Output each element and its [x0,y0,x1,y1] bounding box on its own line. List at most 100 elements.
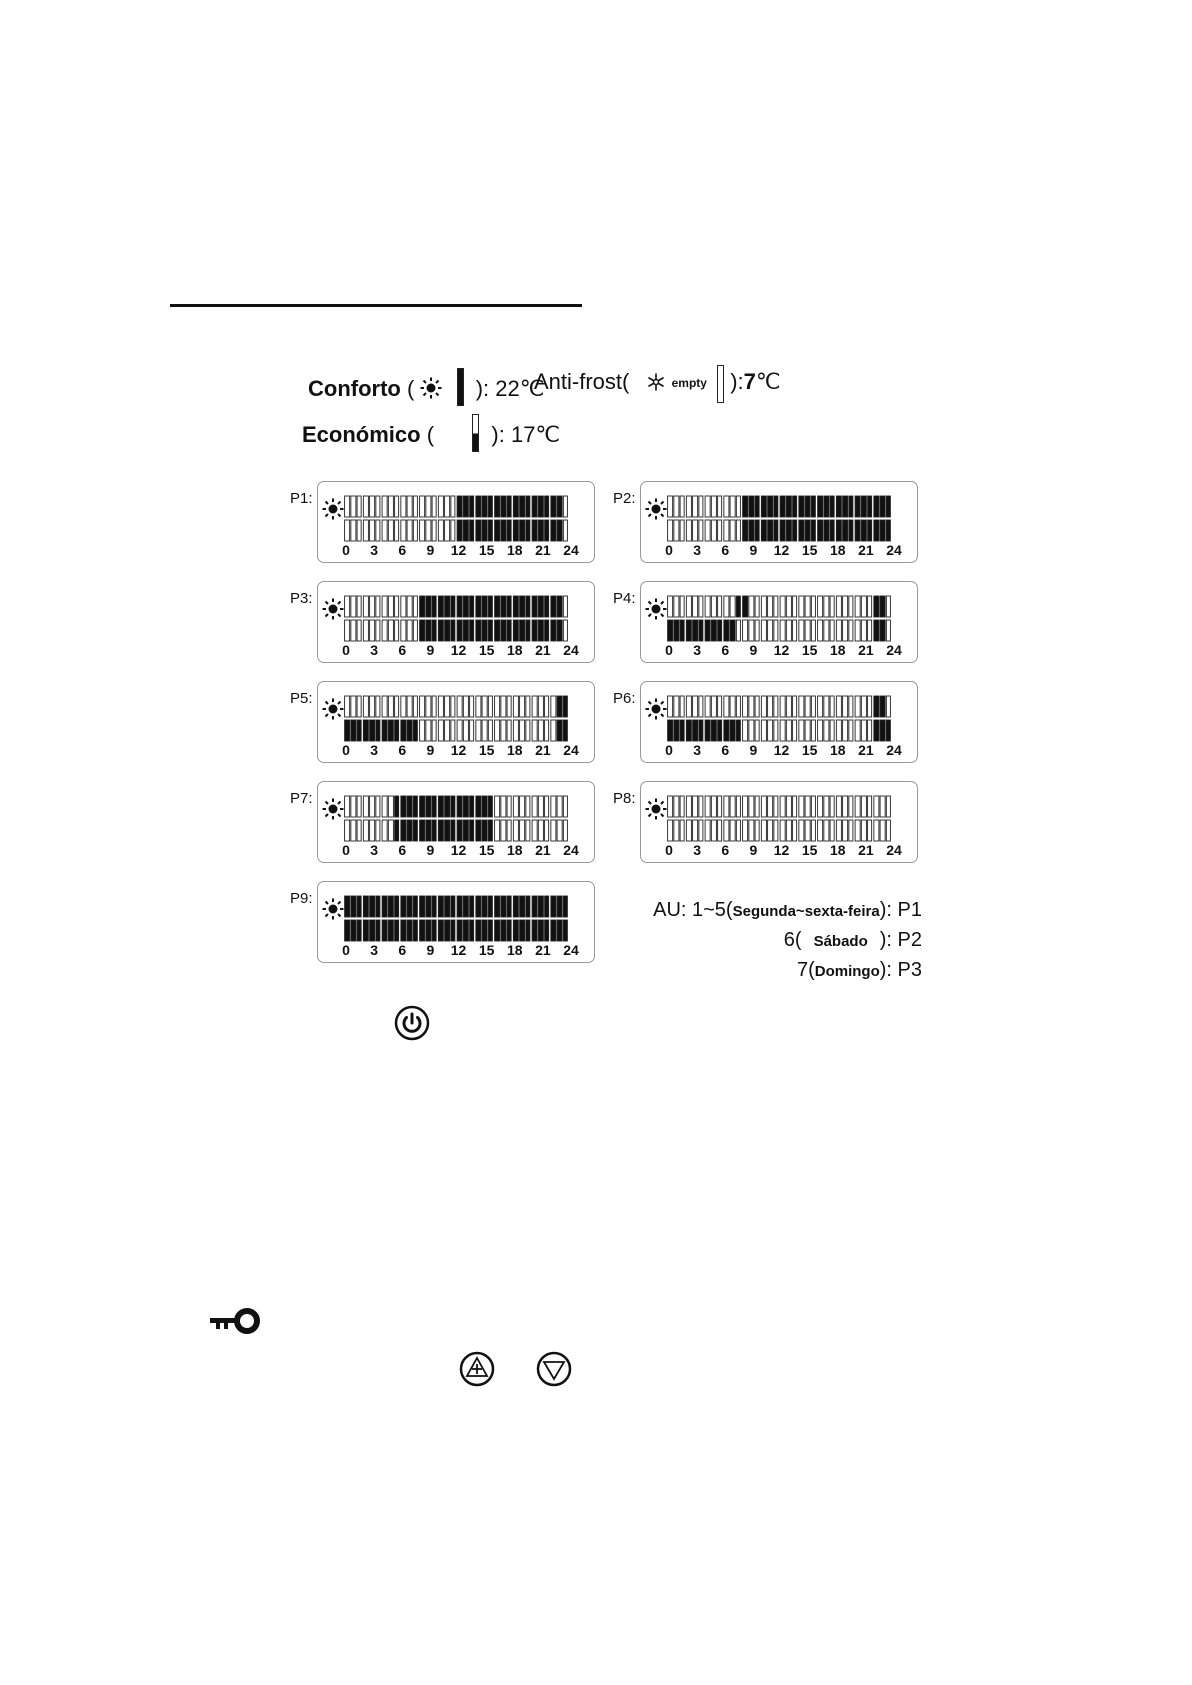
eco-slot [754,819,760,842]
eco-slot [400,819,407,842]
eco-slot [798,619,805,642]
eco-slot [885,819,891,842]
comfort-slot [804,595,811,618]
comfort-slot [425,895,432,918]
time-tick: 0 [665,742,673,758]
comfort-slot [692,595,699,618]
comfort-slot [475,695,482,718]
comfort-slot [375,895,381,918]
comfort-slot [544,895,550,918]
comfort-slot [842,695,849,718]
eco-slot [419,919,426,942]
comfort-slot [804,495,811,518]
comfort-slot [419,695,426,718]
eco-slot [344,919,351,942]
comfort-slot [462,695,469,718]
time-tick: 21 [858,542,874,558]
eco-slot [469,919,475,942]
eco-slot [519,919,526,942]
eco-slot [717,619,723,642]
comfort-slot [829,495,835,518]
eco-slot [494,619,501,642]
eco-slot [556,719,563,742]
eco-slot [550,919,557,942]
eco-slot [544,919,550,942]
comfort-slot [394,495,400,518]
moon-icon [328,523,337,541]
comfort-slot [494,695,501,718]
comfort-slot [835,695,842,718]
comfort-slot [381,595,388,618]
eco-slot [475,519,482,542]
comfort-slot [494,595,501,618]
comfort-slot [400,495,407,518]
comfort-slot [469,495,475,518]
eco-slot [698,519,704,542]
comfort-slot [773,695,779,718]
comfort-row-icon [645,698,667,725]
comfort-slot [444,495,451,518]
time-tick: 6 [398,642,407,658]
comfort-slot [667,595,674,618]
comfort-slot [556,895,563,918]
comfort-slot [885,595,891,618]
eco-slot [673,819,680,842]
comfort-slot [437,695,444,718]
comfort-slot [350,895,357,918]
comfort-slot [462,895,469,918]
time-tick: 12 [450,742,467,758]
eco-slot [487,519,493,542]
eco-slot [854,719,861,742]
program-label: P2: [613,490,636,507]
comfort-slot [848,695,854,718]
eco-slot [885,719,891,742]
comfort-slot [369,895,376,918]
eco-slot [419,719,426,742]
comfort-slot [350,495,357,518]
eco-slot [500,519,507,542]
eco-slot [754,719,760,742]
eco-slot [823,819,830,842]
comfort-slot [723,795,730,818]
economico-label: Económico [302,422,421,447]
comfort-slot [673,795,680,818]
comfort-slot [525,595,531,618]
time-tick: 0 [665,542,673,558]
eco-slot [356,519,362,542]
eco-slot [667,819,674,842]
eco-slot [519,719,526,742]
eco-slot [375,619,381,642]
eco-slot [723,519,730,542]
eco-slot [698,719,704,742]
program-label: P7: [290,790,313,807]
comfort-slot [835,795,842,818]
eco-slot [817,719,824,742]
eco-slot [685,519,692,542]
comfort-slot [767,695,774,718]
eco-bar-sample [472,414,480,452]
comfort-slot [437,595,444,618]
comfort-slot [860,495,867,518]
time-tick: 3 [370,842,379,858]
eco-slot [369,819,376,842]
comfort-slot [537,595,544,618]
comfort-slot [531,795,538,818]
comfort-slot [848,595,854,618]
down-button-icon[interactable] [536,1351,572,1387]
eco-slot [406,619,413,642]
comfort-slot [469,895,475,918]
comfort-slot [710,495,717,518]
time-tick: 9 [426,642,435,658]
comfort-slot [537,895,544,918]
plus-button-icon[interactable] [459,1351,495,1387]
comfort-slot [400,595,407,618]
eco-slot [531,919,538,942]
eco-slot [742,619,749,642]
comfort-slot [519,695,526,718]
program-panel [317,581,595,663]
power-button-icon[interactable] [394,1005,430,1041]
antifrost-value: 7 [743,369,756,394]
comfort-slot [673,595,680,618]
comfort-slot [425,795,432,818]
comfort-slot [754,695,760,718]
